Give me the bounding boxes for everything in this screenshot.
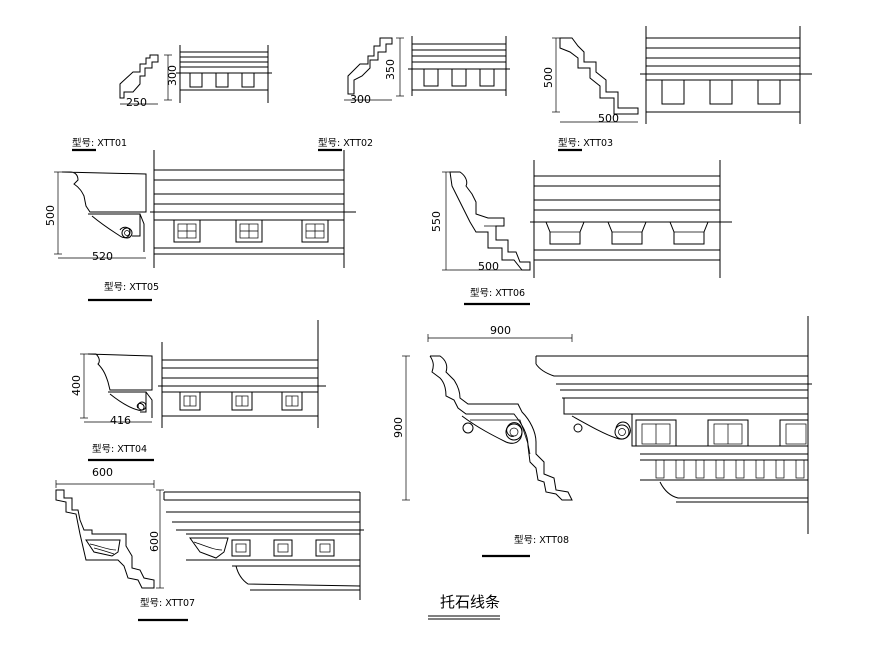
- xtt07-width-dim: 600: [92, 466, 113, 479]
- xtt06-height-dim: 550: [430, 211, 443, 232]
- model-xtt03: 500 500: [542, 26, 812, 125]
- xtt04-height-dim: 400: [70, 375, 83, 396]
- xtt07-profile: [55, 489, 155, 589]
- xtt04-profile: [87, 353, 153, 391]
- xtt01-label: 型号: XTT01: [72, 138, 127, 149]
- xtt06-width-dim: 500: [478, 260, 499, 273]
- xtt04-label: 型号: XTT04: [92, 444, 147, 455]
- drawing-title: 托石线条: [440, 593, 500, 611]
- xtt08-label: 型号: XTT08: [514, 535, 569, 546]
- xtt03-height-dim: 500: [542, 67, 555, 88]
- xtt07-height-dim: 600: [148, 531, 161, 552]
- xtt03-label: 型号: XTT03: [558, 138, 613, 149]
- model-xtt07: 600 600: [55, 466, 364, 600]
- model-xtt08: 900 900 型号: XTT08: [392, 316, 812, 558]
- xtt07-elevation: [163, 491, 364, 600]
- xtt06-elevation: [530, 160, 732, 278]
- xtt04-width-dim: 416: [110, 414, 131, 427]
- xtt06-profile: [449, 171, 531, 271]
- xtt08-height-dim: 900: [392, 417, 405, 438]
- model-xtt02: 350 300: [344, 36, 510, 106]
- xtt01-height-dim: 300: [166, 65, 179, 86]
- xtt08-elevation: [535, 316, 812, 534]
- model-xtt01: 300 250: [119, 45, 272, 109]
- xtt03-width-dim: 500: [598, 112, 619, 125]
- xtt07-label: 型号: XTT07: [140, 598, 195, 609]
- model-xtt06: 550 500: [430, 160, 732, 278]
- model-xtt04: 400 416: [70, 320, 326, 428]
- model-xtt05: 500 520: [44, 150, 356, 268]
- xtt02-width-dim: 300: [350, 93, 371, 106]
- xtt02-profile: [347, 37, 393, 95]
- xtt06-label: 型号: XTT06: [470, 288, 525, 299]
- xtt02-label: 型号: XTT02: [318, 138, 373, 149]
- xtt08-profile: [429, 355, 573, 501]
- xtt03-elevation: [640, 26, 812, 124]
- xtt05-width-dim: 520: [92, 250, 113, 263]
- xtt01-profile: [119, 54, 159, 99]
- xtt08-width-dim: 900: [490, 324, 511, 337]
- xtt05-height-dim: 500: [44, 205, 57, 226]
- xtt01-elevation: [176, 45, 272, 103]
- xtt02-elevation: [408, 36, 510, 96]
- xtt02-height-dim: 350: [384, 59, 397, 80]
- xtt01-width-dim: 250: [126, 96, 147, 109]
- xtt03-profile: [559, 37, 639, 115]
- xtt05-profile: [61, 171, 147, 213]
- xtt05-elevation: [150, 150, 356, 268]
- xtt05-label: 型号: XTT05: [104, 282, 159, 293]
- xtt04-elevation: [158, 320, 326, 428]
